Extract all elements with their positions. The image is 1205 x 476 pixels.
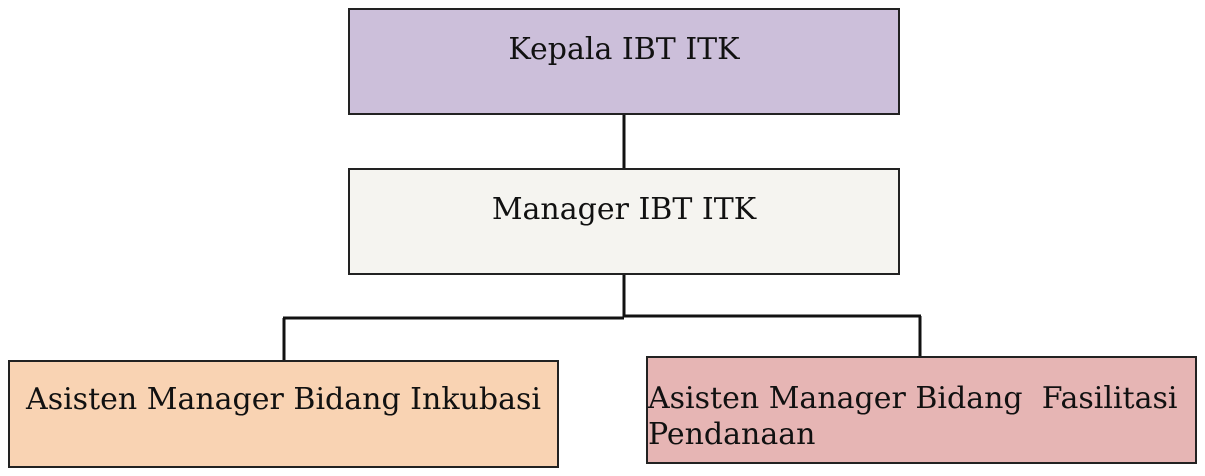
node-asisten-inkubasi-label: Asisten Manager Bidang Inkubasi — [26, 382, 541, 417]
node-asisten-inkubasi: Asisten Manager Bidang Inkubasi — [8, 360, 559, 468]
node-kepala-label: Kepala IBT ITK — [508, 32, 740, 67]
node-asisten-fasilitasi-label-line1: Asisten Manager Bidang Fasilitasi — [648, 381, 1178, 416]
node-manager: Manager IBT ITK — [348, 168, 900, 275]
node-manager-label: Manager IBT ITK — [491, 192, 757, 227]
node-kepala: Kepala IBT ITK — [348, 8, 900, 115]
node-asisten-fasilitasi: Asisten Manager Bidang Fasilitasi Pendan… — [646, 356, 1197, 464]
node-asisten-fasilitasi-label-line2: Pendanaan — [648, 417, 816, 452]
